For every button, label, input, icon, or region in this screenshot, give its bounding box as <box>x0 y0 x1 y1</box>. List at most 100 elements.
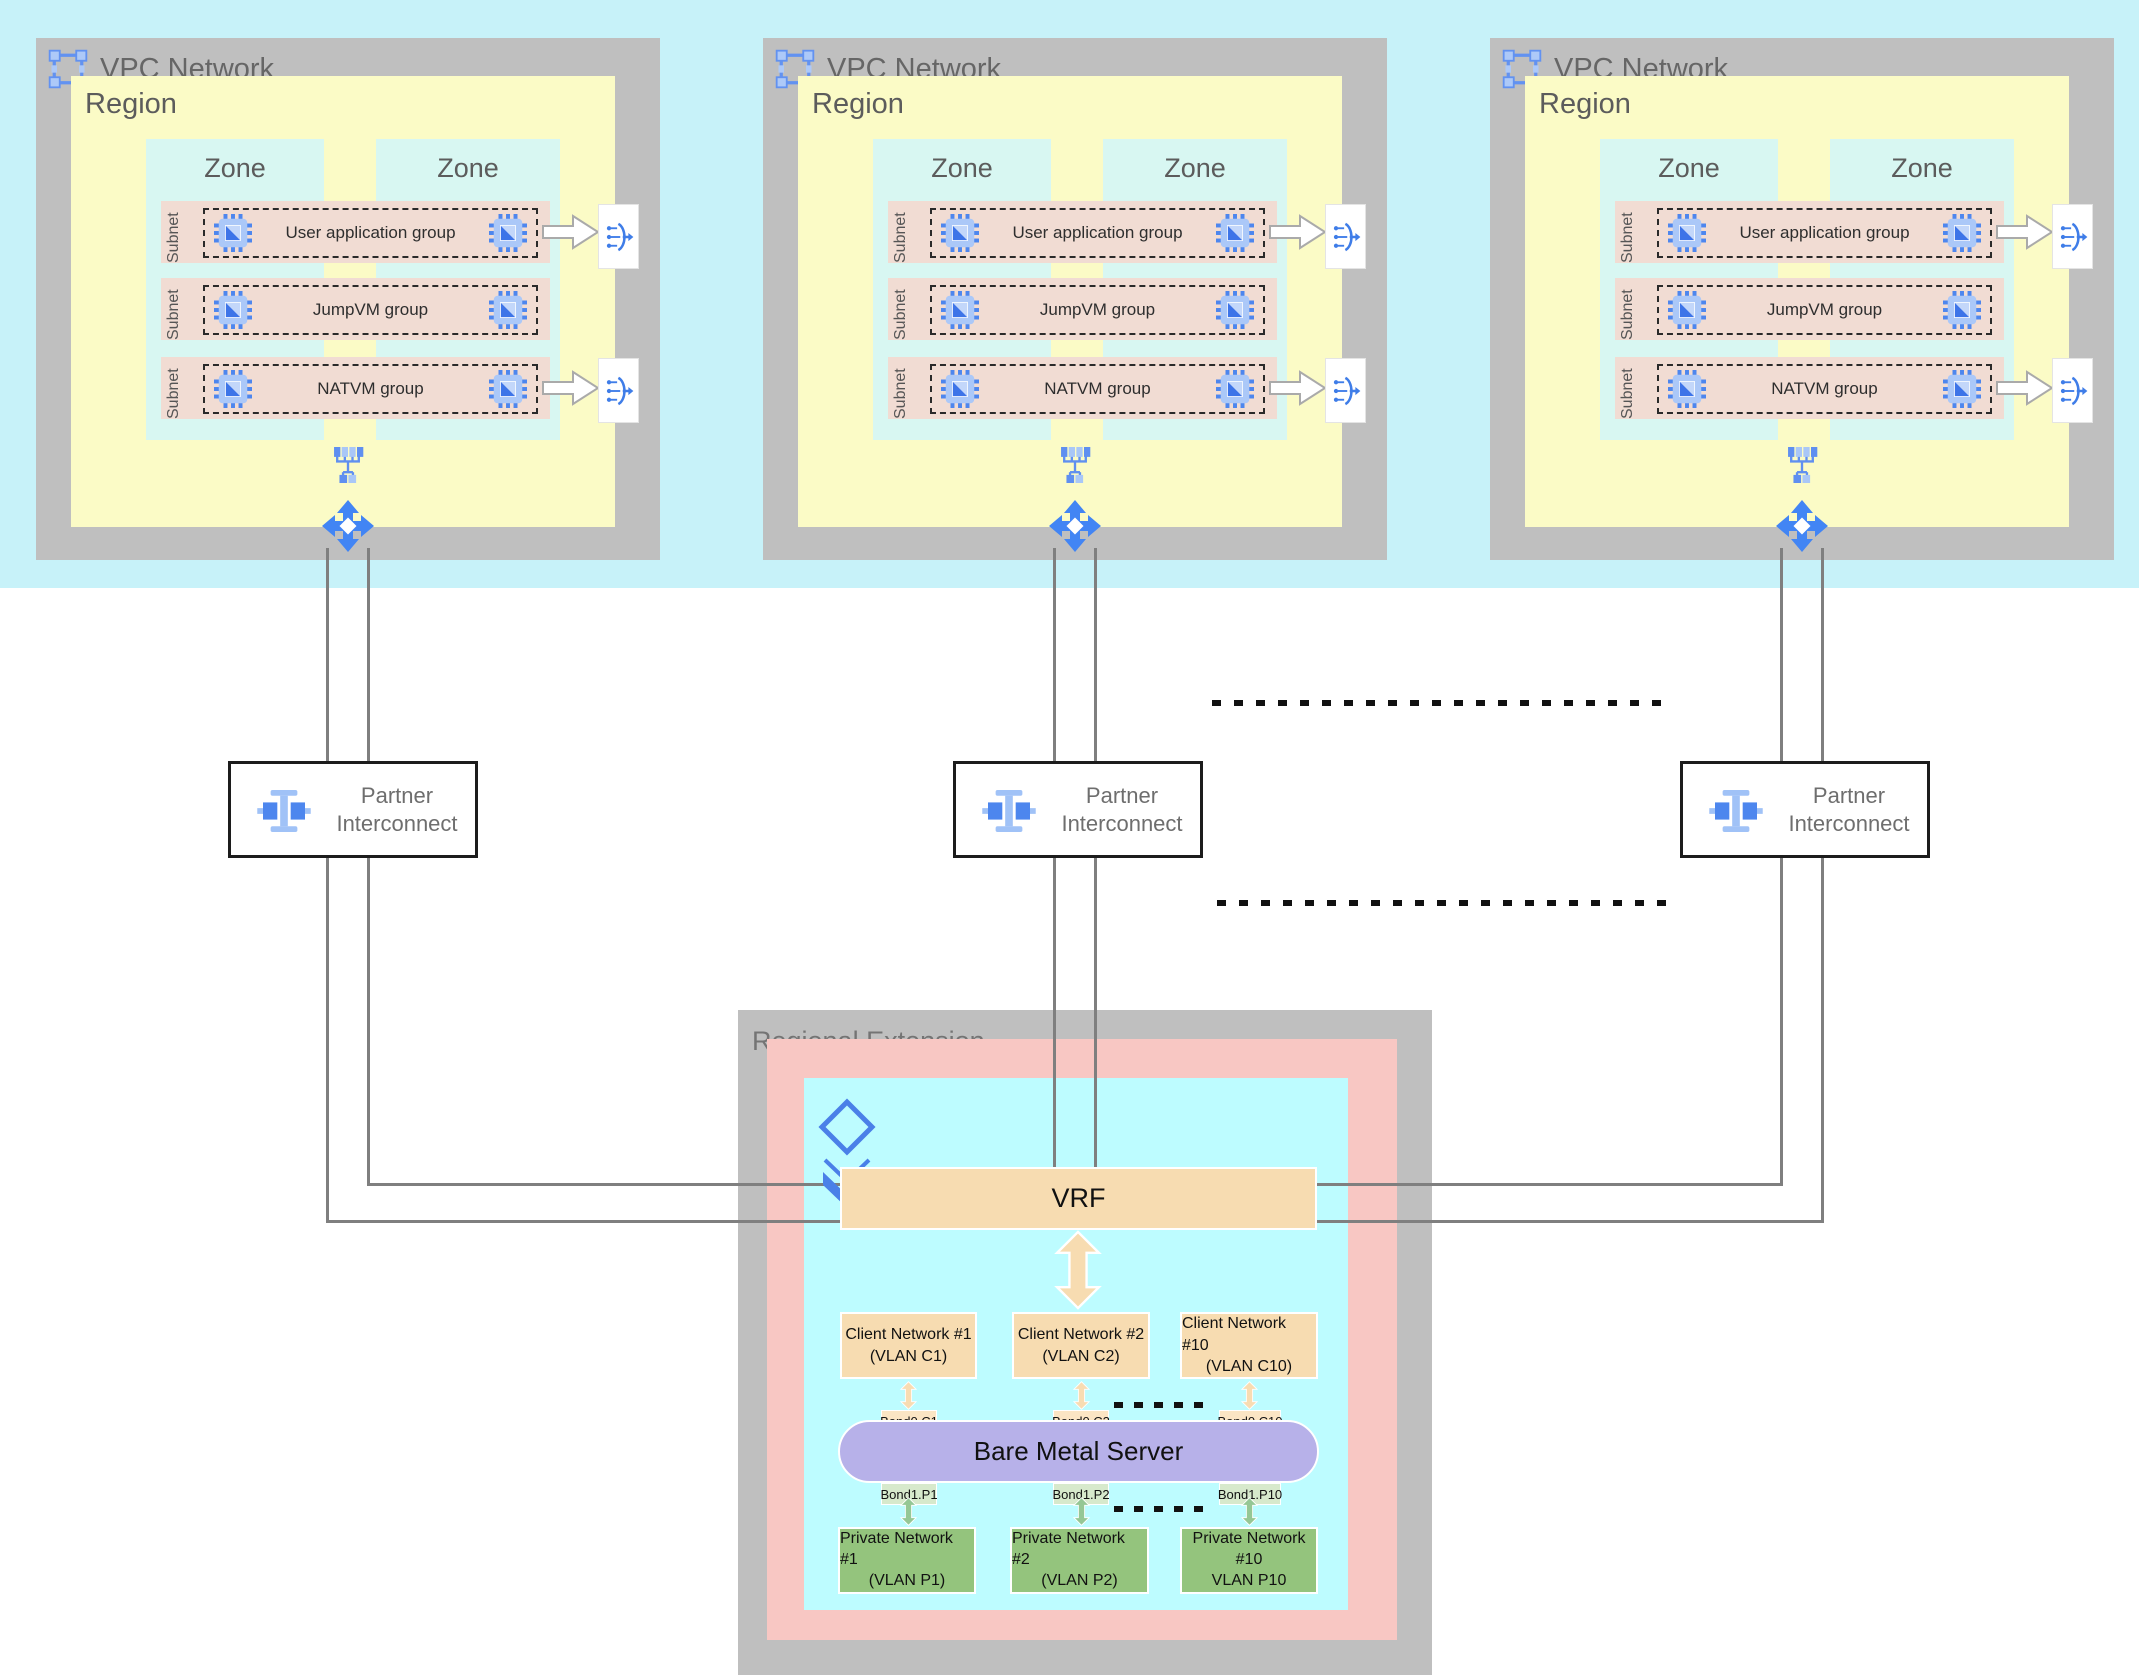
network-switch-icon <box>1058 447 1092 483</box>
client-network-vlan: (VLAN C1) <box>869 1347 948 1365</box>
load-balancer-icon <box>2058 215 2088 259</box>
partner-interconnect-icon <box>1709 790 1763 832</box>
instance-group-label: User application group <box>1739 223 1910 242</box>
load-balancer-node <box>2052 204 2093 269</box>
egress-arrow-icon <box>1996 214 2054 250</box>
connector-line <box>1780 548 1783 761</box>
instance-group-box: JumpVM group <box>1657 285 1992 335</box>
load-balancer-node <box>598 204 639 269</box>
private-network-vlan: (VLAN P1) <box>868 1571 946 1589</box>
client-network-name: Client Network #1 <box>845 1325 972 1343</box>
vm-instance-chip-icon <box>489 370 527 408</box>
subnet-label: Subnet <box>165 212 182 263</box>
connector-line <box>1317 1183 1783 1186</box>
egress-arrow-icon <box>1996 370 2054 406</box>
zone-title: Zone <box>1164 153 1226 183</box>
client-network-box: Client Network #1 (VLAN C1) <box>840 1312 977 1379</box>
load-balancer-icon <box>2058 369 2088 413</box>
vpc-network-block: VPC Network Region Zone Zone Subnet User… <box>36 38 660 560</box>
private-network-box: Private Network #2 (VLAN P2) <box>1010 1527 1149 1594</box>
network-switch-icon <box>331 447 365 483</box>
zone-title: Zone <box>1658 153 1720 183</box>
subnet-label: Subnet <box>892 212 909 263</box>
instance-group-label: JumpVM group <box>1766 300 1883 319</box>
partner-interconnect-label: Partner Interconnect <box>1061 783 1183 836</box>
vrf-box: VRF <box>840 1167 1317 1230</box>
instance-group-label: User application group <box>1012 223 1183 242</box>
instance-group-box: NATVM group <box>1657 364 1992 414</box>
private-network-name: Private Network <box>1192 1530 1306 1548</box>
client-network-name: Client Network #2 <box>1017 1325 1145 1343</box>
zone-title: Zone <box>1891 153 1953 183</box>
instance-group-box: User application group <box>1657 208 1992 258</box>
vpc-network-block: VPC Network Region Zone Zone Subnet User… <box>1490 38 2114 560</box>
subnet-label: Subnet <box>1619 289 1636 340</box>
instance-group-box: User application group <box>930 208 1265 258</box>
egress-arrow-icon <box>1269 214 1327 250</box>
bare-metal-server: Bare Metal Server <box>838 1420 1319 1483</box>
zone-title: Zone <box>931 153 993 183</box>
bond-arrow-icon <box>1070 1381 1093 1410</box>
bond-arrow-icon <box>1238 1497 1261 1526</box>
load-balancer-icon <box>1331 215 1361 259</box>
bond-arrow-icon <box>1238 1381 1261 1410</box>
connector-line <box>1053 858 1056 1168</box>
vm-instance-chip-icon <box>1216 370 1254 408</box>
subnet-label: Subnet <box>165 368 182 419</box>
vm-instance-chip-icon <box>1943 370 1981 408</box>
instance-group-label: NATVM group <box>317 379 424 398</box>
vm-instance-chip-icon <box>1943 214 1981 252</box>
zone-title: Zone <box>437 153 499 183</box>
connector-line <box>1821 548 1824 761</box>
partner-interconnect-label: Partner Interconnect <box>1788 783 1910 836</box>
subnet-row: Subnet NATVM group <box>1615 357 2004 419</box>
continuation-dotted-line <box>1217 900 1679 906</box>
private-network-extra: VLAN P10 <box>1211 1571 1287 1589</box>
subnet-row: Subnet NATVM group <box>161 357 550 419</box>
partner-interconnect-box: Partner Interconnect <box>953 761 1203 858</box>
vm-instance-chip-icon <box>489 291 527 329</box>
load-balancer-node <box>2052 358 2093 423</box>
partner-interconnect-icon <box>982 790 1036 832</box>
bond-arrow-icon <box>897 1497 920 1526</box>
connector-line <box>326 548 329 761</box>
instance-group-label: NATVM group <box>1044 379 1151 398</box>
private-network-name: Private Network #2 <box>1012 1530 1125 1569</box>
zone-title: Zone <box>204 153 266 183</box>
partner-interconnect-box: Partner Interconnect <box>1680 761 1930 858</box>
client-network-name: Client Network #10 <box>1182 1315 1287 1354</box>
connector-line <box>1317 1220 1824 1223</box>
client-network-box: Client Network #10 (VLAN C10) <box>1180 1312 1318 1379</box>
instance-group-box: NATVM group <box>930 364 1265 414</box>
private-network-name: Private Network #1 <box>840 1530 953 1569</box>
cloud-router-icon <box>1049 500 1101 552</box>
connector-line <box>367 1183 842 1186</box>
subnet-label: Subnet <box>1619 368 1636 419</box>
instance-group-label: User application group <box>285 223 456 242</box>
subnet-label: Subnet <box>1619 212 1636 263</box>
connector-line <box>1094 548 1097 761</box>
region-title: Region <box>812 88 904 120</box>
subnet-row: Subnet User application group <box>888 201 1277 263</box>
client-network-box: Client Network #2 (VLAN C2) <box>1012 1312 1150 1379</box>
connector-line <box>367 858 370 1185</box>
subnet-row: Subnet User application group <box>1615 201 2004 263</box>
private-network-box: Private Network #1 (VLAN P1) <box>838 1527 976 1594</box>
continuation-dotted-line <box>1212 700 1672 706</box>
subnet-row: Subnet NATVM group <box>888 357 1277 419</box>
subnet-label: Subnet <box>892 289 909 340</box>
vm-instance-chip-icon <box>1216 291 1254 329</box>
load-balancer-node <box>1325 358 1366 423</box>
region-title: Region <box>85 88 177 120</box>
client-network-vlan: (VLAN C10) <box>1205 1358 1293 1376</box>
load-balancer-icon <box>604 215 634 259</box>
vm-instance-chip-icon <box>1216 214 1254 252</box>
instance-group-label: JumpVM group <box>1039 300 1156 319</box>
egress-arrow-icon <box>542 370 600 406</box>
cloud-router-icon <box>322 500 374 552</box>
partner-interconnect-icon <box>257 790 311 832</box>
load-balancer-icon <box>1331 369 1361 413</box>
subnet-row: Subnet User application group <box>161 201 550 263</box>
partner-interconnect-label: Partner Interconnect <box>336 783 458 836</box>
